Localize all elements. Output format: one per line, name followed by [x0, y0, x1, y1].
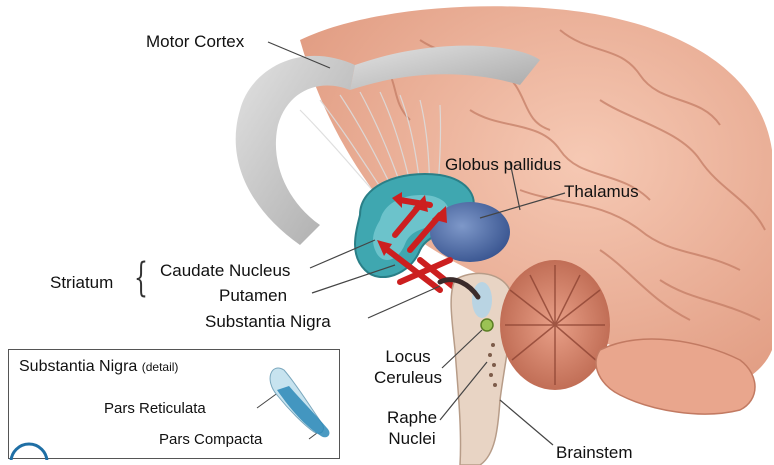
striatum-brace: { [134, 258, 148, 298]
label-putamen: Putamen [219, 287, 287, 304]
label-motor-cortex: Motor Cortex [146, 33, 244, 50]
label-brainstem: Brainstem [556, 444, 633, 461]
label-striatum: Striatum [50, 274, 113, 291]
label-globus-pallidus: Globus pallidus [445, 156, 561, 173]
substantia-nigra-detail-drawing [9, 350, 341, 460]
corner-logo-fragment [11, 444, 47, 460]
label-locus: Locus [378, 348, 438, 365]
substantia-nigra-detail-inset: Substantia Nigra (detail) Pars Reticulat… [8, 349, 340, 459]
label-ceruleus: Ceruleus [368, 369, 448, 386]
label-caudate-nucleus: Caudate Nucleus [160, 262, 290, 279]
label-raphe: Raphe [382, 409, 442, 426]
label-nuclei: Nuclei [382, 430, 442, 447]
label-thalamus: Thalamus [564, 183, 639, 200]
locus-ceruleus-dot [481, 319, 493, 331]
label-substantia-nigra: Substantia Nigra [205, 313, 331, 330]
pars-compacta-shape [277, 386, 329, 437]
